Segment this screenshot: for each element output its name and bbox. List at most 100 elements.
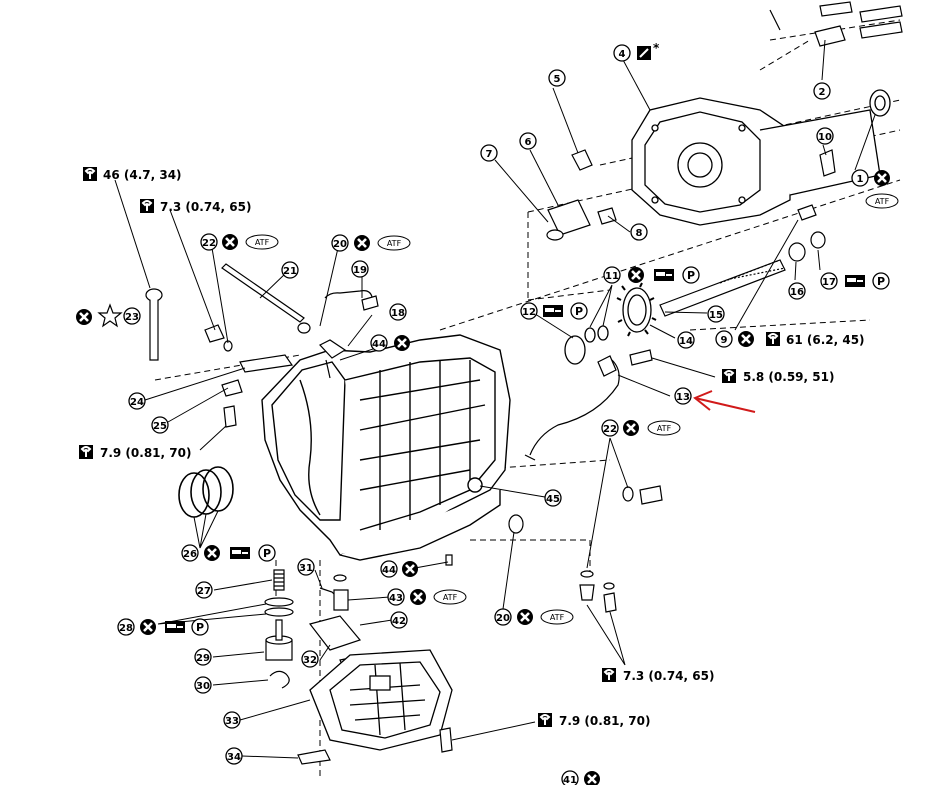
svg-text:ATF: ATF [550, 613, 565, 622]
callout-19: 19 [351, 260, 369, 278]
svg-text:13: 13 [676, 392, 690, 403]
callout-12: 12 [520, 302, 538, 320]
svg-text:28: 28 [119, 623, 133, 634]
transmission-case [261, 334, 511, 561]
callout-5: 5 [548, 69, 566, 87]
callout-44-upper: 44 [370, 334, 388, 352]
callout-26: 26 [181, 544, 199, 562]
svg-text:20: 20 [496, 613, 510, 624]
svg-text:7.9 (0.81, 70): 7.9 (0.81, 70) [100, 446, 191, 460]
callout-4: 4 [613, 44, 631, 62]
torque-spec-5-8: 5.8 (0.59, 51) [721, 368, 834, 384]
speedo-gear [616, 282, 657, 337]
callout-6: 6 [519, 132, 537, 150]
callout-41: 41 [561, 770, 579, 785]
svg-text:5: 5 [554, 74, 561, 85]
atf-oval-1: ATF [865, 193, 899, 209]
svg-text:45: 45 [546, 494, 560, 505]
svg-text:6: 6 [525, 137, 532, 148]
oil-seal [869, 89, 891, 117]
lower-bolts [297, 485, 663, 765]
svg-text:ATF: ATF [657, 424, 672, 433]
callout-22-lower: 22 [601, 419, 619, 437]
svg-text:7.9 (0.81, 70): 7.9 (0.81, 70) [559, 714, 650, 728]
svg-text:14: 14 [679, 336, 693, 347]
red-annotation-arrow [693, 390, 756, 413]
svg-text:16: 16 [790, 287, 804, 298]
output-shaft [659, 149, 836, 317]
control-valve-body [309, 649, 453, 751]
svg-text:8: 8 [636, 228, 643, 239]
svg-text:44: 44 [382, 565, 396, 576]
svg-text:25: 25 [153, 421, 167, 432]
svg-text:7: 7 [486, 149, 493, 160]
svg-text:46 (4.7, 34): 46 (4.7, 34) [103, 168, 182, 182]
svg-text:42: 42 [392, 616, 406, 627]
svg-text:22: 22 [603, 424, 617, 435]
svg-text:9: 9 [721, 335, 728, 346]
p-circle-17: P [872, 272, 890, 290]
svg-text:7.3 (0.74, 65): 7.3 (0.74, 65) [160, 200, 251, 214]
leader-lines [114, 39, 876, 759]
callout-30: 30 [194, 676, 212, 694]
callout-22-upper: 22 [200, 233, 218, 251]
svg-text:4: 4 [619, 49, 626, 60]
callout-18: 18 [389, 303, 407, 321]
atf-oval-20a: ATF [377, 235, 411, 251]
svg-text:2: 2 [819, 87, 826, 98]
svg-text:P: P [263, 547, 271, 560]
svg-text:24: 24 [130, 397, 144, 408]
atf-oval-43: ATF [433, 589, 467, 605]
torque-spec-7-3-lower: 7.3 (0.74, 65) [601, 667, 714, 683]
svg-text:11: 11 [605, 271, 619, 282]
svg-text:30: 30 [196, 681, 210, 692]
svg-text:15: 15 [709, 310, 723, 321]
asterisk-text: * [653, 41, 660, 55]
svg-text:P: P [877, 275, 885, 288]
svg-text:17: 17 [822, 277, 836, 288]
svg-text:44: 44 [372, 339, 386, 350]
torque-spec-7-9-lower: 7.9 (0.81, 70) [537, 712, 650, 728]
extension-housing [631, 97, 881, 226]
torque-spec-7-9-left: 7.9 (0.81, 70) [78, 444, 191, 460]
seal-rings-26 [178, 466, 234, 518]
svg-text:26: 26 [183, 549, 197, 560]
svg-text:33: 33 [225, 716, 239, 727]
svg-text:7.3 (0.74, 65): 7.3 (0.74, 65) [623, 669, 714, 683]
callout-17: 17 [820, 272, 838, 290]
svg-text:5.8 (0.59, 51): 5.8 (0.59, 51) [743, 370, 834, 384]
svg-text:32: 32 [303, 655, 317, 666]
atf-oval-20b: ATF [540, 609, 574, 625]
callout-20-upper: 20 [331, 234, 349, 252]
callout-45: 45 [544, 489, 562, 507]
top-bolts [769, 1, 903, 47]
svg-text:27: 27 [197, 586, 211, 597]
callout-29: 29 [194, 648, 212, 666]
svg-text:29: 29 [196, 653, 210, 664]
svg-text:22: 22 [202, 238, 216, 249]
atf-oval-22b: ATF [647, 420, 681, 436]
torque-spec-46: 46 (4.7, 34) [82, 166, 182, 182]
svg-text:41: 41 [563, 775, 577, 785]
star-icon [97, 303, 123, 328]
callout-9: 9 [715, 330, 733, 348]
p-circle-26: P [258, 544, 276, 562]
callout-31: 31 [297, 558, 315, 576]
svg-text:P: P [687, 269, 695, 282]
callout-44-lower: 44 [380, 560, 398, 578]
atf-oval-22a: ATF [245, 234, 279, 250]
svg-text:ATF: ATF [875, 197, 890, 206]
o-rings-11-12 [564, 325, 609, 365]
svg-text:43: 43 [389, 593, 403, 604]
svg-text:P: P [196, 621, 204, 634]
callout-7: 7 [480, 144, 498, 162]
callout-14: 14 [677, 331, 695, 349]
accumulator-parts [264, 569, 294, 689]
callout-27: 27 [195, 581, 213, 599]
svg-text:20: 20 [333, 239, 347, 250]
callout-11: 11 [603, 266, 621, 284]
callout-32: 32 [301, 650, 319, 668]
callout-10: 10 [816, 127, 834, 145]
svg-text:34: 34 [227, 752, 241, 763]
